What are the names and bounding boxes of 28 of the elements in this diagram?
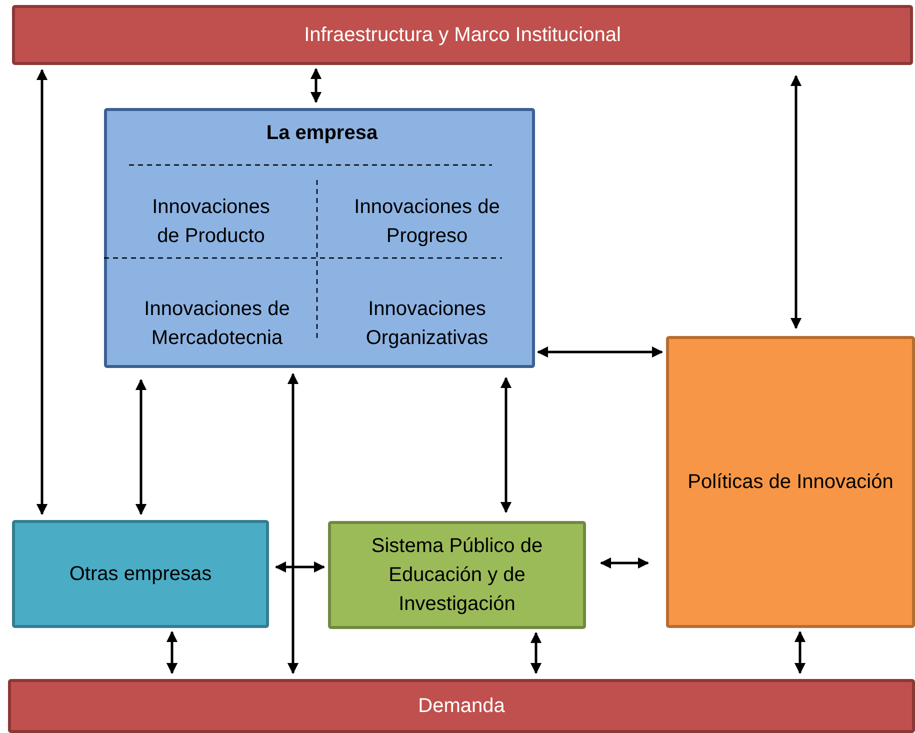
box-label: Infraestructura y Marco Institucional bbox=[303, 22, 622, 48]
quadrant-text: Innovaciones Organizativas bbox=[364, 297, 490, 351]
double-arrow bbox=[794, 630, 806, 674]
banner-bar bbox=[12, 5, 913, 65]
box-label: Políticas de Innovación bbox=[686, 470, 894, 494]
quadrant-text: Innovaciones de Mercadotecnia bbox=[143, 297, 291, 351]
process-box bbox=[104, 108, 535, 368]
box-heading: La empresa bbox=[265, 121, 379, 146]
double-arrow bbox=[500, 376, 512, 514]
process-box bbox=[666, 336, 915, 628]
quadrant-text: Innovaciones de Progreso bbox=[353, 195, 501, 249]
double-arrow bbox=[600, 557, 650, 569]
double-arrow bbox=[310, 68, 322, 104]
double-arrow bbox=[287, 372, 299, 674]
process-box bbox=[12, 520, 269, 628]
banner-bar bbox=[8, 679, 915, 733]
quadrant-text: Innovaciones de Producto bbox=[151, 195, 271, 249]
box-label: Demanda bbox=[417, 694, 506, 718]
double-arrow bbox=[790, 74, 802, 330]
double-arrow bbox=[536, 346, 664, 358]
double-arrow bbox=[36, 68, 48, 516]
double-arrow bbox=[530, 632, 542, 674]
double-arrow bbox=[274, 561, 326, 573]
double-arrow bbox=[166, 630, 178, 674]
double-arrow bbox=[135, 378, 147, 516]
box-label: Sistema Público de Educación y de Investigación bbox=[370, 534, 544, 616]
process-box bbox=[328, 521, 586, 629]
box-label: Otras empresas bbox=[68, 562, 213, 586]
